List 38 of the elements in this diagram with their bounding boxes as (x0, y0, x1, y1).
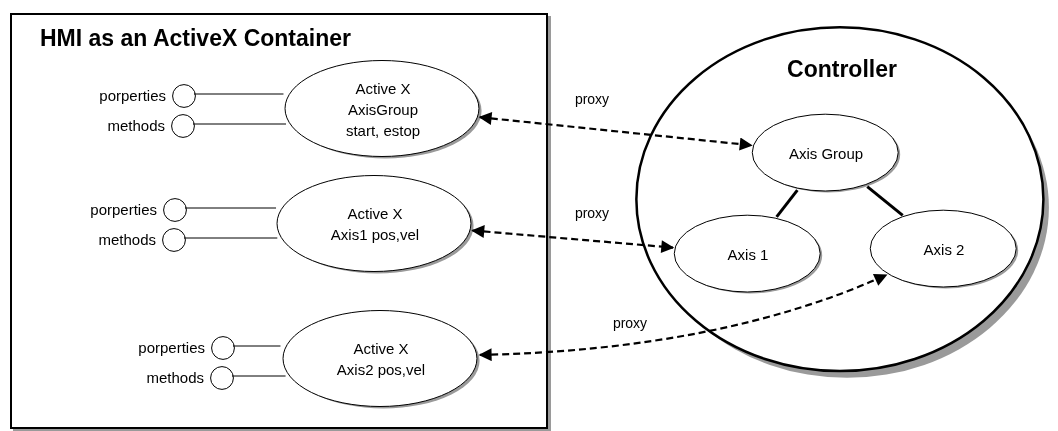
container-title: HMI as an ActiveX Container (40, 24, 351, 53)
connector-line (193, 93, 284, 95)
interface-circle (162, 228, 186, 252)
interface-label: porperties (99, 86, 166, 106)
container-box (10, 13, 548, 429)
connector-line (775, 189, 799, 218)
connector-line (192, 123, 287, 125)
connector-line (184, 207, 277, 209)
connector-line (866, 185, 904, 217)
component-label: Active X Axis2 pos,vel (335, 339, 427, 380)
interface-label: porperties (90, 200, 157, 220)
connector-line (183, 237, 278, 239)
interface-circle (172, 84, 196, 108)
connector-line (231, 375, 287, 377)
connector-line (232, 345, 281, 347)
interface-circle (210, 366, 234, 390)
interface-circle (171, 114, 195, 138)
controller-title: Controller (786, 55, 898, 84)
double-arrow (471, 225, 675, 254)
interface-label: porperties (138, 338, 205, 358)
double-arrow (478, 273, 888, 362)
interface-label: methods (146, 368, 204, 388)
component-ellipse (274, 174, 476, 274)
interface-label: methods (98, 230, 156, 250)
interface-circle (211, 336, 235, 360)
double-arrow (478, 111, 753, 151)
component-label: Active X Axis1 pos,vel (329, 204, 421, 245)
interface-circle (163, 198, 187, 222)
component-label: Active X AxisGroup start, estop (344, 78, 422, 141)
component-ellipse (280, 309, 482, 409)
component-ellipse (672, 214, 824, 294)
component-label: Axis Group (788, 143, 864, 164)
interface-label: methods (107, 116, 165, 136)
component-ellipse (282, 59, 484, 159)
component-ellipse (750, 113, 902, 193)
component-label: Axis 1 (727, 244, 769, 265)
component-ellipse (868, 209, 1020, 289)
component-label: Axis 2 (923, 239, 965, 260)
